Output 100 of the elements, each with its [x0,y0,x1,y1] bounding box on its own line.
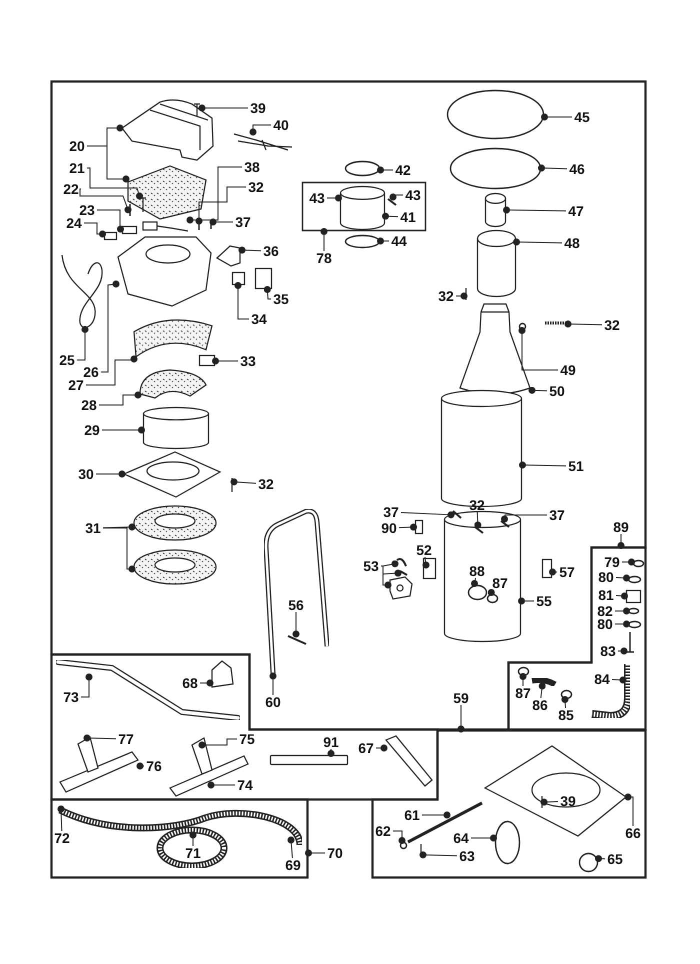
leader-line [618,534,624,549]
leader-line [470,834,497,842]
leader-line [76,326,88,360]
leader-line [392,830,406,844]
nut-drawing [632,558,644,568]
callout-number: 29 [82,423,102,437]
leader-line [614,608,630,614]
callout-number: 40 [271,118,291,132]
connector-drawing [120,224,138,234]
callout-number: 36 [261,244,281,258]
callout-number: 79 [602,555,622,569]
leader-line [80,188,132,214]
callout-number: 62 [373,824,393,838]
callout-number: 27 [66,378,86,392]
power-cord-drawing [60,253,104,330]
crevice-tool-drawing [384,734,434,788]
leader-line [190,832,196,846]
callout-number: 59 [451,691,471,705]
leader-line [503,206,566,214]
drain-cap-drawing [624,588,642,604]
callout-number: 78 [314,251,334,265]
screw-drawing [398,569,409,577]
leader-line [98,392,142,406]
callout-number: 53 [361,559,381,573]
leader-line [86,168,143,200]
leader-line [382,212,398,220]
leader-line [518,327,558,370]
callout-number: 61 [402,808,422,822]
elbow-drawing [395,556,408,568]
washer-drawing [626,607,640,615]
callout-number: 87 [513,686,533,700]
inlet-drawing [388,575,414,601]
callout-number: 46 [567,162,587,176]
caster-drawing [578,852,598,872]
float-cage-drawing [476,228,516,298]
leader-line [250,124,272,136]
callout-number: 83 [598,644,618,658]
leader-line [80,674,92,698]
callout-number: 57 [557,565,577,579]
callout-number: 32 [602,318,622,332]
leader-line [305,850,326,856]
callout-number: 68 [180,676,200,690]
leader-line [377,238,390,244]
leader-line [618,648,628,654]
leader-line [102,528,136,572]
callout-number: 52 [414,543,434,557]
leader-line [270,672,276,696]
leader-line [210,218,234,226]
clamp-drawing [560,688,572,700]
callout-number: 41 [398,210,418,224]
axle-drawing [406,801,484,844]
leader-line [518,598,534,604]
callout-number: 82 [595,604,615,618]
callout-number: 35 [271,292,291,306]
callout-number: 31 [83,521,103,535]
leader-line [471,578,478,587]
leader-line [528,386,548,394]
leader-line [196,186,246,224]
callout-number: 74 [235,778,255,792]
foam-pad-drawing [126,164,208,221]
callout-number: 37 [547,508,567,522]
filter-disc-drawing [132,504,218,542]
leader-line [320,228,328,252]
callout-number: 37 [233,215,253,229]
leader-line [488,589,495,596]
screw-drawing [230,476,234,494]
bracket-drawing [215,244,242,268]
leader-line [212,358,238,364]
screw-drawing [451,509,463,520]
leader-line [422,556,430,568]
callout-number: 32 [256,477,276,491]
motor-drawing [338,184,386,230]
callout-number: 45 [572,110,592,124]
latch-drawing [540,558,552,578]
clip-drawing [518,322,526,330]
callout-number: 22 [61,182,81,196]
leader-line [458,704,464,732]
leader-line [519,462,566,469]
callout-number: 56 [286,598,306,612]
round-brush-drawing [210,660,235,689]
leader-line [230,478,256,486]
pin-drawing [286,634,308,646]
ring-drawing [516,666,530,676]
motor-housing-drawing [116,235,213,308]
leader-line [96,210,124,233]
leader-line [100,280,120,372]
leader-line [198,738,238,748]
brush-drawing [386,197,398,207]
callout-number: 42 [393,163,413,177]
bolt-drawing [624,630,636,654]
callout-number: 69 [283,858,303,872]
ring-drawing [344,160,380,176]
top-cover-drawing [446,88,544,140]
leader-line [564,320,602,328]
screw-drawing [473,525,485,535]
leader-line [136,762,144,770]
callout-number: 49 [558,363,578,377]
leader-line [186,166,242,224]
leader-line [292,612,300,638]
cylinder-filter-drawing [142,406,210,450]
